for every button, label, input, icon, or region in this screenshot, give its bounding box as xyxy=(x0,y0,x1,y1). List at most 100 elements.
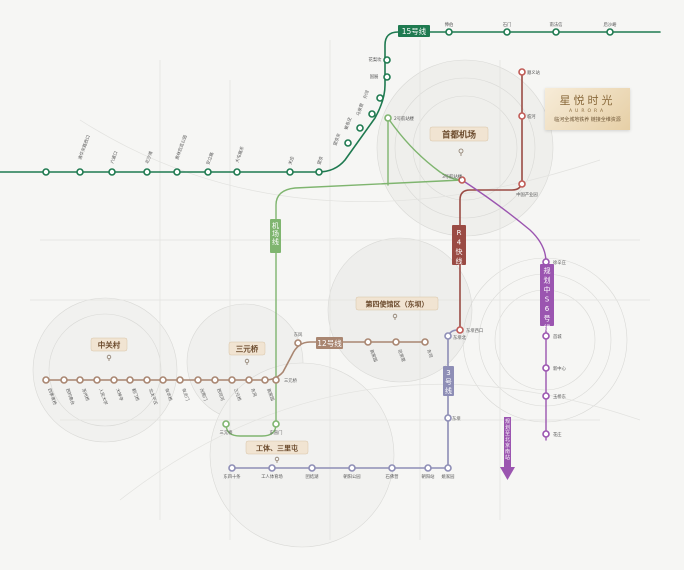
line12-station xyxy=(60,376,68,384)
line15-station xyxy=(143,168,151,176)
line15-station-label: 北沙滩 xyxy=(143,150,154,165)
line12-station-label: 东坝 xyxy=(425,348,435,359)
line3-station-label: 石佛营 xyxy=(386,473,400,480)
line15-station xyxy=(445,28,453,36)
svg-text:中关村: 中关村 xyxy=(98,340,121,350)
area-label-sanyuan: 三元桥 xyxy=(228,341,266,356)
line15-station xyxy=(356,124,364,132)
line12-station-label: 东风 xyxy=(249,387,259,398)
area-label-embassy: 第四使馆区（东坝） xyxy=(355,296,439,311)
svg-text:三元桥: 三元桥 xyxy=(236,344,259,354)
line12-station xyxy=(76,376,84,384)
airport-station xyxy=(222,420,230,428)
line12-station xyxy=(126,376,134,384)
svg-text:12号线: 12号线 xyxy=(317,338,342,348)
line12-badge: 12号线 xyxy=(316,337,343,349)
s6-station-label: 首城 xyxy=(553,333,562,340)
metro-stations xyxy=(42,28,614,472)
line3-station-label: 朝阳站 xyxy=(422,473,436,480)
line3-station xyxy=(444,464,452,472)
line12-station-label: 安华桥 xyxy=(163,387,174,402)
svg-text:3号线: 3号线 xyxy=(445,369,452,395)
line3-station xyxy=(268,464,276,472)
line15-station xyxy=(233,168,241,176)
r4-station-label: 东坝西口 xyxy=(466,327,483,334)
line15-station-label: 望京 xyxy=(315,155,325,166)
line12-station-label: 三元桥 xyxy=(232,387,243,402)
airport-station xyxy=(272,420,280,428)
line3-station xyxy=(424,464,432,472)
line15-station xyxy=(42,168,50,176)
line15-station xyxy=(344,139,352,147)
line12-station-label: 大钟寺 xyxy=(114,387,125,402)
airport-station xyxy=(384,114,392,122)
line12-station xyxy=(159,376,167,384)
line15-station xyxy=(368,110,376,118)
line3-station xyxy=(228,464,236,472)
area-label-airport: 首都机场 xyxy=(429,126,489,142)
line15-station xyxy=(108,168,116,176)
line3-station xyxy=(308,464,316,472)
line15-station-label: 清华东路西口 xyxy=(76,134,91,161)
s6-station xyxy=(542,364,550,372)
brand-title: 星悦时光 xyxy=(559,94,616,107)
line3-station xyxy=(348,464,356,472)
line15-station xyxy=(315,168,323,176)
line3-station xyxy=(388,464,396,472)
line12-station-label: 西坝河 xyxy=(215,387,226,402)
line15-station xyxy=(503,28,511,36)
s6-station-label: 新中心 xyxy=(553,365,567,372)
svg-text:机场线: 机场线 xyxy=(272,221,279,246)
line15-station-label: 花梨坎 xyxy=(369,56,383,63)
line12-station-label: 蓟门桥 xyxy=(130,387,141,402)
brand-card: 星悦时光 AURORA 临河全城地铁养 链接全维资源 xyxy=(545,88,630,130)
line12-station xyxy=(93,376,101,384)
line15-station xyxy=(383,73,391,81)
s6-station xyxy=(542,392,550,400)
line15-station xyxy=(376,94,384,102)
line15-station xyxy=(204,168,212,176)
line3-station-label: 姚家园 xyxy=(442,473,455,480)
line12-station-label: 光熙门 xyxy=(198,387,209,402)
line15-badge: 15号线 xyxy=(398,25,430,37)
line3-station xyxy=(444,414,452,422)
line12-station xyxy=(245,376,253,384)
line12-station xyxy=(211,376,219,384)
airport-line-path xyxy=(275,179,463,425)
line15-station-label: 马泉营 xyxy=(354,102,365,117)
line15-station xyxy=(286,168,294,176)
s6-station-label: 徐辛庄 xyxy=(553,259,567,266)
r4-station xyxy=(518,68,526,76)
line15-station-label: 奥林匹克公园 xyxy=(173,134,188,161)
line12-station xyxy=(176,376,184,384)
r4-station xyxy=(456,326,464,334)
line3-station-label: 工人体育场 xyxy=(261,473,283,480)
line3-station-label: 东四十条 xyxy=(223,473,241,480)
svg-text:15号线: 15号线 xyxy=(402,26,427,36)
r4-station-label: 顺义站 xyxy=(527,69,541,76)
line15-station-label: 俸伯 xyxy=(445,21,454,28)
area-label-zgc: 中关村 xyxy=(90,337,128,352)
line3-station-label: 东坝 xyxy=(452,415,461,422)
brand-subtitle: AURORA xyxy=(568,109,607,114)
line15-station-label: 六道口 xyxy=(108,150,119,165)
line12-station-label: 三元桥 xyxy=(284,377,298,384)
svg-text:工体、三里屯: 工体、三里屯 xyxy=(256,444,298,453)
line12-station xyxy=(42,376,50,384)
r4-station-label: 临河 xyxy=(527,113,536,120)
airport-station-label: 东直门 xyxy=(270,429,283,436)
svg-text:首都机场: 首都机场 xyxy=(442,130,477,141)
svg-text:规划至北京南站: 规划至北京南站 xyxy=(505,418,510,461)
line15-station xyxy=(173,168,181,176)
line12-station xyxy=(392,338,400,346)
line12-station-label: 高家园 xyxy=(265,387,276,402)
s6-station-label: 玉桥东 xyxy=(553,393,567,400)
background-rings xyxy=(32,59,628,548)
line15-station xyxy=(76,168,84,176)
s6-station xyxy=(542,332,550,340)
